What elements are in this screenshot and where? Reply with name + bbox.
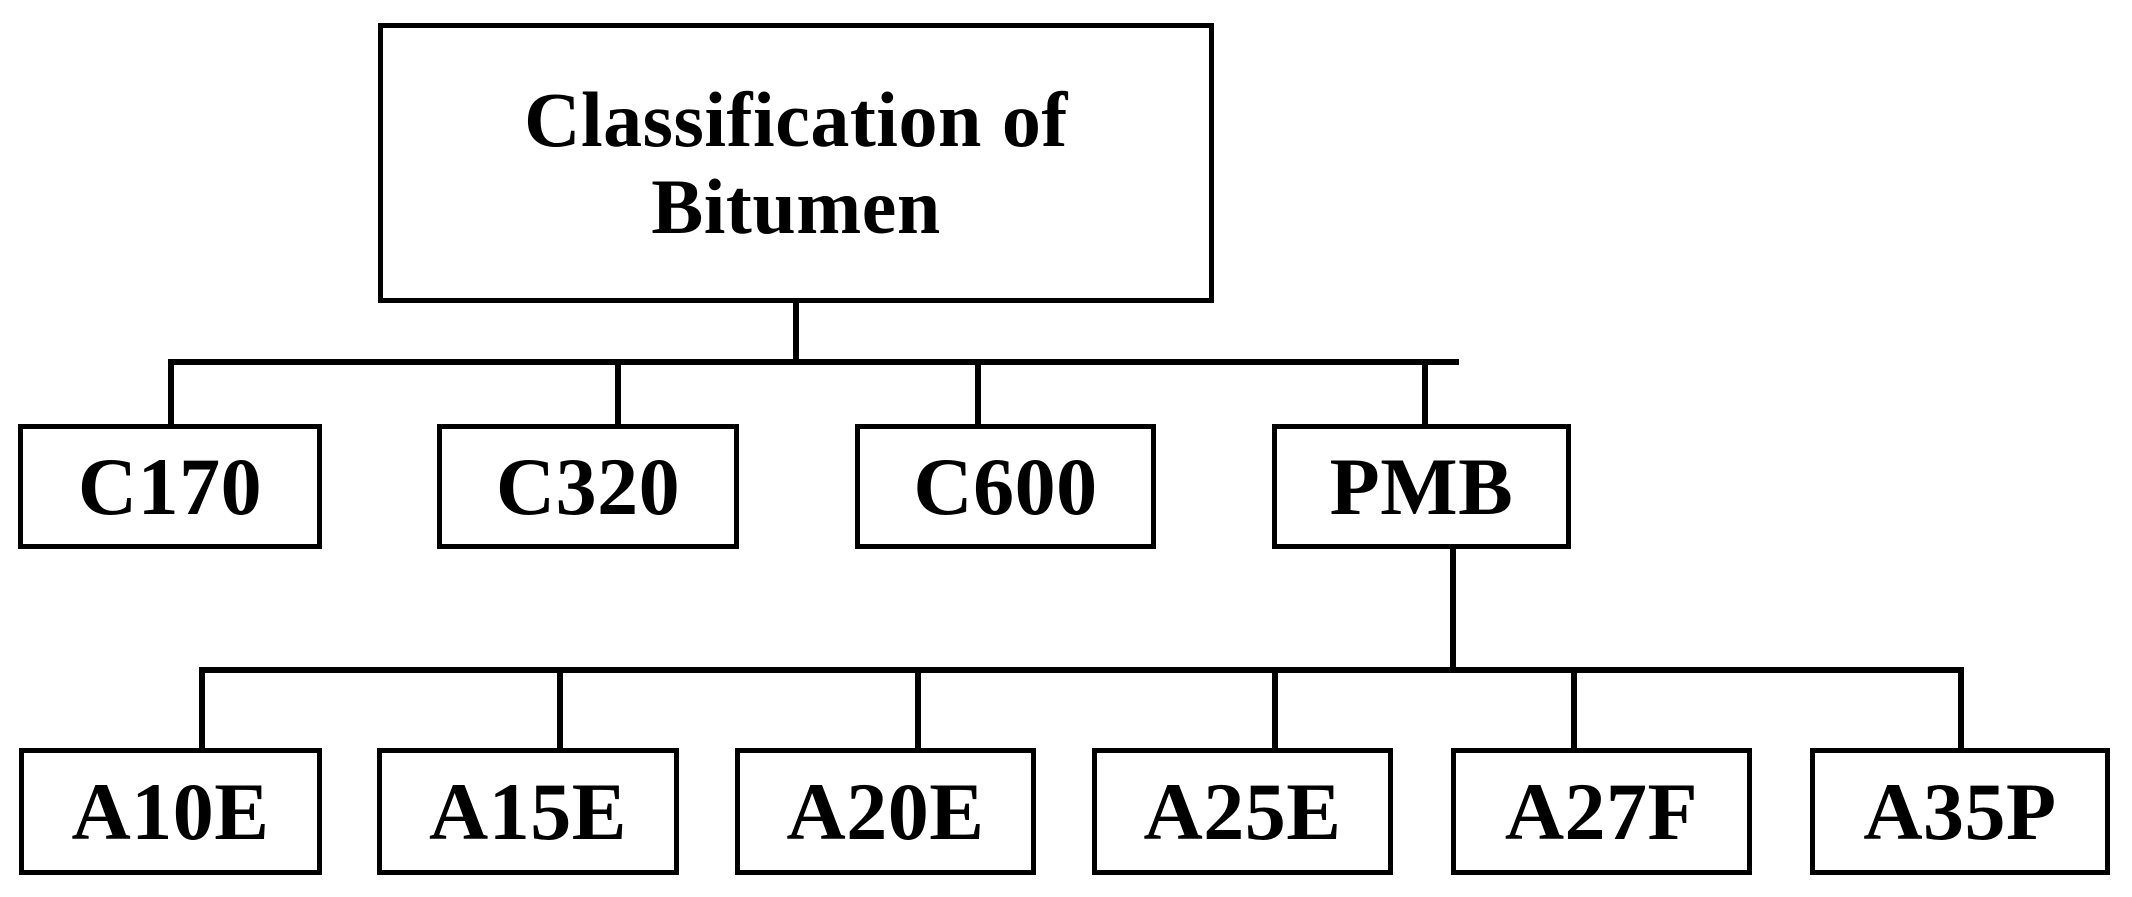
node-c320[interactable]: C320 [437,424,739,549]
edge-root-drop [793,302,799,364]
node-a25e[interactable]: A25E [1092,748,1393,875]
node-root-classification-of-bitumen[interactable]: Classification of Bitumen [378,23,1214,303]
node-root-label: Classification of Bitumen [524,75,1068,250]
node-a27f[interactable]: A27F [1451,748,1752,875]
node-a10e-label: A10E [71,765,270,857]
node-a10e[interactable]: A10E [19,748,322,875]
edge-connector-pmb [1422,359,1428,427]
edge-connector-c600 [975,359,981,427]
node-c320-label: C320 [495,440,681,532]
edge-connector-a27f [1571,667,1577,751]
edge-pmb-drop [1450,548,1456,673]
edge-connector-a25e [1272,667,1278,751]
node-c600[interactable]: C600 [855,424,1156,549]
node-a27f-label: A27F [1504,765,1699,857]
node-c170-label: C170 [77,440,263,532]
edge-level1-bus [168,359,1459,365]
node-c170[interactable]: C170 [18,424,322,549]
edge-connector-c320 [615,359,621,427]
edge-connector-a10e [199,667,205,751]
node-a35p[interactable]: A35P [1810,748,2110,875]
node-a15e-label: A15E [429,765,627,857]
node-a35p-label: A35P [1863,765,2057,857]
edge-level2-bus [199,667,1964,673]
edge-connector-c170 [168,359,174,427]
node-a15e[interactable]: A15E [377,748,679,875]
edge-connector-a35p [1958,667,1964,751]
edge-connector-a15e [557,667,563,751]
node-a20e-label: A20E [786,765,985,857]
node-a20e[interactable]: A20E [735,748,1036,875]
node-pmb[interactable]: PMB [1272,424,1571,549]
node-pmb-label: PMB [1329,440,1514,532]
node-a25e-label: A25E [1143,765,1342,857]
edge-connector-a20e [915,667,921,751]
node-c600-label: C600 [913,440,1098,532]
